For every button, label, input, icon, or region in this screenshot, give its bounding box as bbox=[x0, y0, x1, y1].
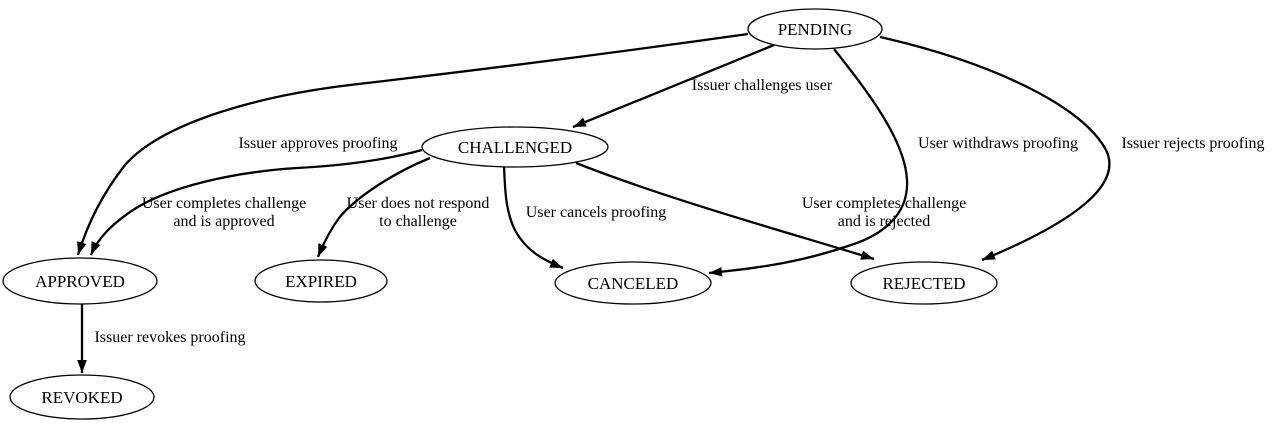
state-label-pending: PENDING bbox=[778, 20, 853, 39]
state-label-rejected: REJECTED bbox=[882, 274, 965, 293]
state-node-revoked: REVOKED bbox=[9, 374, 155, 420]
state-ellipse-revoked bbox=[9, 374, 155, 420]
edge-label-pending-rejected: Issuer rejects proofing bbox=[1121, 135, 1264, 152]
edge-challenged-canceled bbox=[502, 165, 564, 270]
state-node-rejected: REJECTED bbox=[850, 261, 998, 305]
state-label-approved: APPROVED bbox=[35, 272, 125, 291]
state-label-revoked: REVOKED bbox=[41, 388, 122, 407]
state-ellipse-approved bbox=[2, 257, 158, 305]
edge-pending-approved bbox=[76, 32, 749, 256]
state-ellipse-challenged bbox=[421, 126, 609, 168]
edge-label-pending-approved: Issuer approves proofing bbox=[238, 135, 397, 152]
state-label-expired: EXPIRED bbox=[285, 272, 357, 291]
state-ellipse-rejected bbox=[850, 261, 998, 305]
edge-label-pending-challenged: Issuer challenges user bbox=[692, 77, 833, 94]
edge-pending-rejected bbox=[879, 35, 1111, 262]
state-label-challenged: CHALLENGED bbox=[458, 138, 572, 157]
edge-label-challenged-canceled: User cancels proofing bbox=[526, 204, 666, 221]
edge-challenged-rejected bbox=[575, 161, 875, 261]
state-ellipse-pending bbox=[747, 8, 883, 50]
state-ellipse-canceled bbox=[554, 261, 712, 305]
state-node-expired: EXPIRED bbox=[254, 259, 388, 303]
state-label-canceled: CANCELED bbox=[588, 274, 679, 293]
edge-challenged-approved bbox=[89, 148, 423, 256]
edge-label-approved-revoked: Issuer revokes proofing bbox=[94, 329, 245, 346]
state-ellipse-expired bbox=[254, 259, 388, 303]
state-node-approved: APPROVED bbox=[2, 257, 158, 305]
state-node-challenged: CHALLENGED bbox=[421, 126, 609, 168]
edge-pending-challenged bbox=[572, 43, 775, 129]
edge-label-pending-canceled: User withdraws proofing bbox=[918, 135, 1078, 152]
edge-challenged-expired bbox=[316, 156, 431, 258]
state-node-canceled: CANCELED bbox=[554, 261, 712, 305]
edge-pending-canceled bbox=[708, 48, 909, 277]
state-node-pending: PENDING bbox=[747, 8, 883, 50]
